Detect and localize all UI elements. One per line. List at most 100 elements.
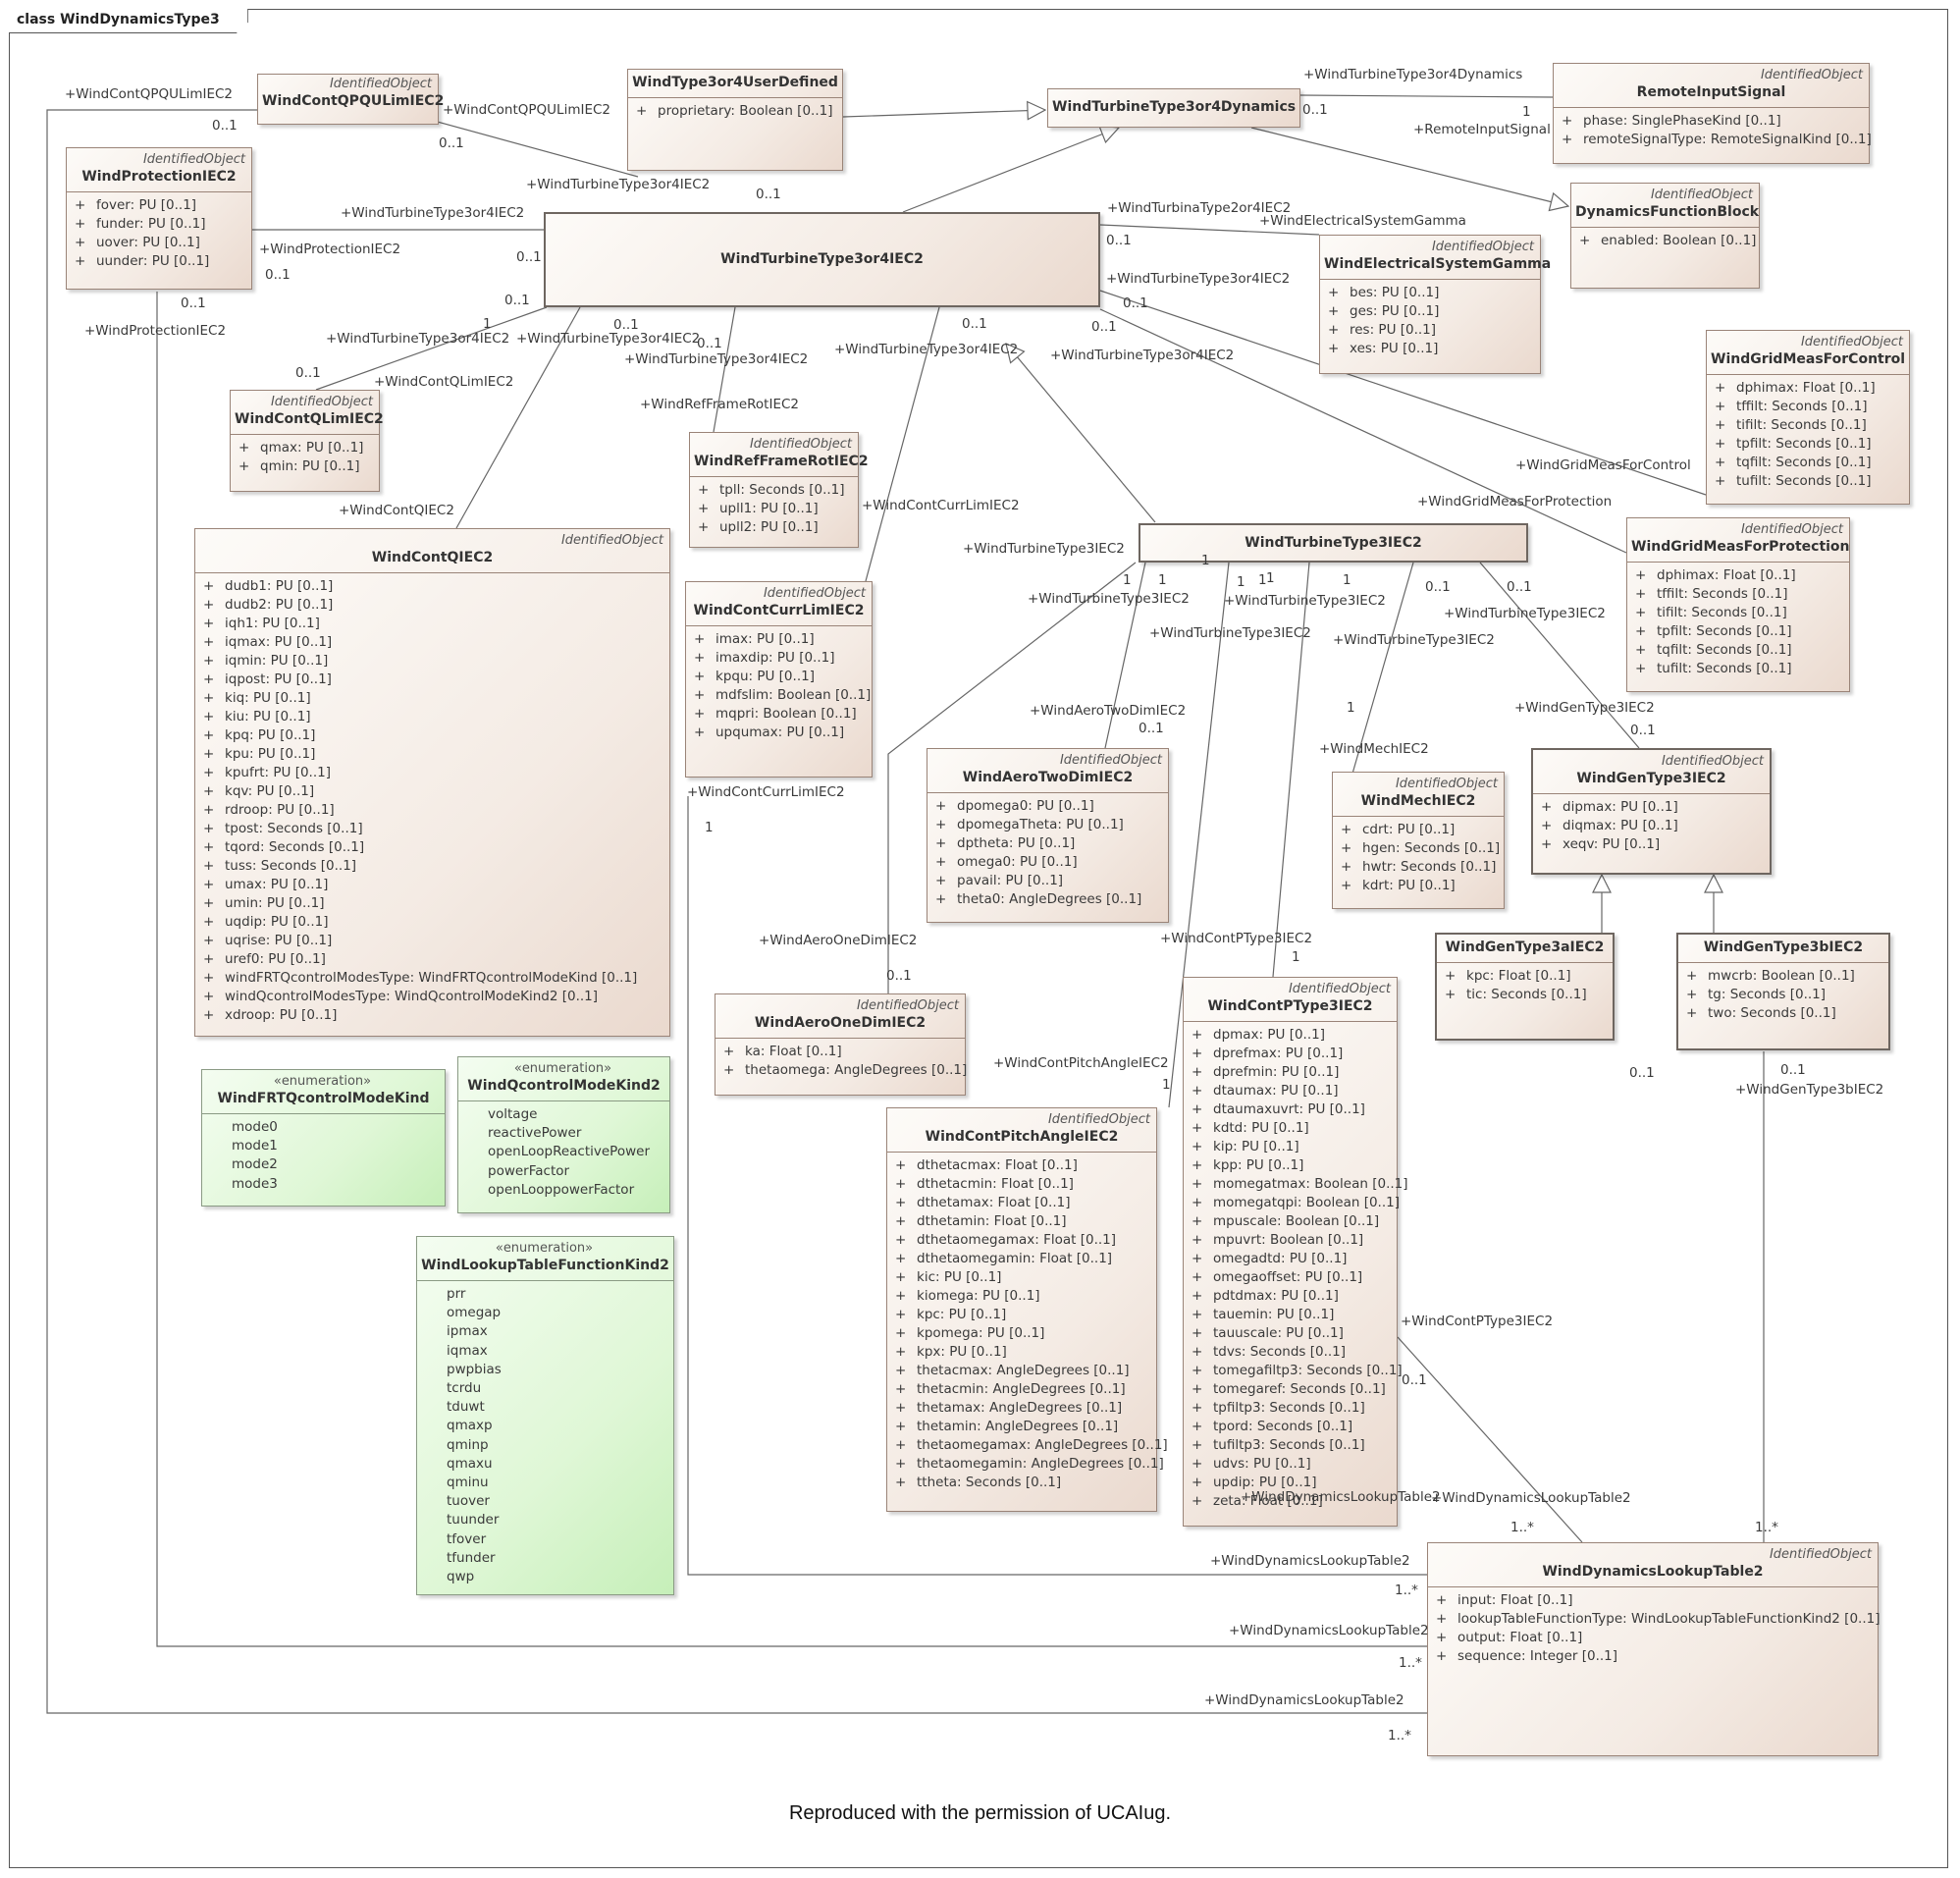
attribute-row: +dthetamax: Float [0..1] — [895, 1194, 1150, 1212]
attribute-visibility: + — [694, 706, 706, 722]
attribute-text: tomegaref: Seconds [0..1] — [1213, 1381, 1386, 1397]
attribute-row: +tpord: Seconds [0..1] — [1192, 1418, 1391, 1436]
attribute-text: dudb1: PU [0..1] — [225, 578, 334, 594]
attribute-visibility: + — [1635, 623, 1647, 639]
class-stereotype: IdentifiedObject — [142, 152, 245, 167]
attribute-text: ttheta: Seconds [0..1] — [917, 1475, 1062, 1490]
attribute-row: +fover: PU [0..1] — [75, 196, 245, 215]
attribute-text: tufiltp3: Seconds [0..1] — [1213, 1437, 1365, 1453]
association-multiplicity: 0..1 — [1630, 723, 1656, 738]
attribute-visibility: + — [895, 1195, 907, 1210]
attribute-visibility: + — [1192, 1456, 1203, 1472]
attribute-text: zeta: Float [0..1] — [1213, 1493, 1323, 1509]
attribute-row: +dpomega0: PU [0..1] — [935, 797, 1162, 816]
attribute-text: tg: Seconds [0..1] — [1708, 987, 1827, 1002]
enum-literal: openLoopReactivePower — [488, 1144, 650, 1160]
class-wind-gen-type3a-iec2[interactable]: WindGenType3aIEC2+kpc: Float [0..1]+tic:… — [1435, 933, 1615, 1041]
footer-credit: Reproduced with the permission of UCAIug… — [788, 1802, 1172, 1824]
attribute-text: tpost: Seconds [0..1] — [225, 821, 363, 836]
class-stereotype: IdentifiedObject — [329, 77, 432, 91]
class-wind-gen-type3b-iec2[interactable]: WindGenType3bIEC2+mwcrb: Boolean [0..1]+… — [1676, 933, 1890, 1050]
attribute-text: dphimax: Float [0..1] — [1657, 567, 1796, 583]
attribute-text: diqmax: PU [0..1] — [1563, 818, 1678, 833]
attribute-text: umin: PU [0..1] — [225, 895, 325, 911]
attribute-row: +uqdip: PU [0..1] — [203, 913, 663, 932]
attribute-text: tuss: Seconds [0..1] — [225, 858, 357, 874]
attribute-text: dudb2: PU [0..1] — [225, 597, 334, 613]
class-attributes: +qmax: PU [0..1]+qmin: PU [0..1] — [231, 435, 379, 480]
association-multiplicity: 1 — [1258, 572, 1267, 588]
association-role-label: +WindTurbineType3IEC2 — [1224, 593, 1386, 609]
attribute-text: theta0: AngleDegrees [0..1] — [957, 891, 1142, 907]
association-role-label: +WindDynamicsLookupTable2 — [1204, 1692, 1404, 1708]
class-attributes: +ka: Float [0..1]+thetaomega: AngleDegre… — [715, 1039, 967, 1084]
attribute-text: hgen: Seconds [0..1] — [1362, 840, 1501, 856]
attribute-text: imaxdip: PU [0..1] — [715, 650, 835, 666]
association-role-label: +WindContPType3IEC2 — [1401, 1314, 1554, 1329]
association-role-label: +WindTurbineType3IEC2 — [963, 541, 1125, 557]
enum-literal: openLooppowerFactor — [488, 1181, 635, 1198]
attribute-visibility: + — [203, 821, 215, 836]
attribute-visibility: + — [935, 873, 947, 888]
attribute-row: +dprefmax: PU [0..1] — [1192, 1045, 1391, 1063]
class-wind-turbine-type3or4-dynamics[interactable]: WindTurbineType3or4Dynamics — [1047, 88, 1300, 128]
enum-literal: tuover — [447, 1493, 490, 1510]
attribute-visibility: + — [1192, 1363, 1203, 1378]
class-attributes: +mwcrb: Boolean [0..1]+tg: Seconds [0..1… — [1678, 963, 1888, 1027]
association-role-label: +WindProtectionIEC2 — [259, 241, 401, 257]
class-wind-turbine-type3or4-iec2[interactable]: WindTurbineType3or4IEC2 — [544, 212, 1100, 307]
enum-wind-lookup-table-function-kind2[interactable]: «enumeration»WindLookupTableFunctionKind… — [416, 1236, 674, 1595]
class-attributes: +phase: SinglePhaseKind [0..1]+remoteSig… — [1554, 108, 1872, 153]
attribute-row: +dthetacmax: Float [0..1] — [895, 1156, 1150, 1175]
attribute-visibility: + — [1192, 1046, 1203, 1061]
association-role-label: +WindContQIEC2 — [339, 503, 454, 518]
attribute-visibility: + — [1436, 1592, 1448, 1608]
class-name: WindRefFrameRotIEC2 — [694, 454, 869, 469]
attribute-visibility: + — [203, 895, 215, 911]
attribute-visibility: + — [1192, 1027, 1203, 1043]
attribute-text: upll1: PU [0..1] — [719, 501, 819, 516]
attribute-visibility: + — [203, 616, 215, 631]
attribute-row: +ttheta: Seconds [0..1] — [895, 1474, 1150, 1492]
attribute-text: fover: PU [0..1] — [96, 197, 197, 213]
attribute-text: kdrt: PU [0..1] — [1362, 878, 1456, 893]
attribute-row: +windQcontrolModesType: WindQcontrolMode… — [203, 988, 663, 1006]
enum-literal: qwp — [447, 1569, 475, 1585]
class-wind-type3or4-user-defined[interactable]: WindType3or4UserDefined+proprietary: Boo… — [627, 69, 843, 171]
association-multiplicity: 1..* — [1395, 1583, 1418, 1598]
class-attributes: +dthetacmax: Float [0..1]+dthetacmin: Fl… — [887, 1153, 1168, 1496]
attribute-visibility: + — [203, 877, 215, 892]
gen-userdefined-dynamics — [842, 110, 1045, 117]
attribute-visibility: + — [1541, 818, 1553, 833]
association-multiplicity: 1..* — [1388, 1728, 1411, 1744]
attribute-visibility: + — [1192, 1307, 1203, 1322]
class-stereotype: IdentifiedObject — [1760, 68, 1863, 82]
attribute-text: dpomegaTheta: PU [0..1] — [957, 817, 1124, 832]
attribute-text: tifilt: Seconds [0..1] — [1736, 417, 1867, 433]
class-wind-turbine-type3-iec2[interactable]: WindTurbineType3IEC2 — [1139, 523, 1528, 563]
attribute-visibility: + — [895, 1307, 907, 1322]
